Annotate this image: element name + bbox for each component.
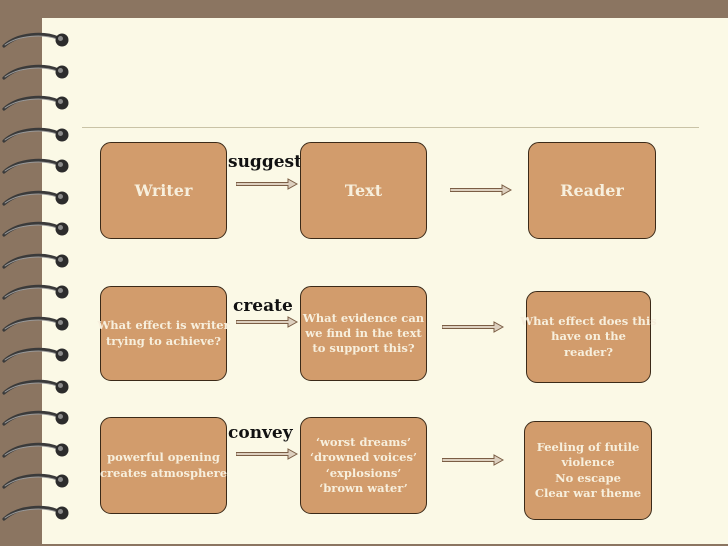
writer-example-line: powerful opening: [107, 450, 220, 465]
reader-effect-line: No escape: [555, 470, 621, 485]
binding-coil: [2, 190, 69, 206]
evidence-question-line: to support this?: [312, 341, 415, 356]
binding-coil: [2, 347, 69, 363]
writer-question-line: What effect is writer: [97, 318, 230, 333]
quote-line: ‘worst dreams’: [316, 434, 411, 449]
evidence-question-line: we find in the text: [305, 325, 422, 340]
reader-label: Reader: [560, 181, 624, 200]
create-label: create: [233, 296, 293, 316]
arrow-writer-question-to-evidence: [236, 316, 298, 328]
arrow-quotes-to-reader-effect: [442, 454, 504, 466]
page-rule-line: [82, 127, 699, 128]
writer-box: Writer: [100, 142, 227, 239]
reader-box: Reader: [528, 142, 656, 239]
binding-coil: [2, 284, 69, 300]
quote-line: ‘brown water’: [319, 480, 408, 495]
binding-coil: [2, 95, 69, 111]
binding-coil: [2, 64, 69, 80]
reader-effect-line: Feeling of futile: [536, 439, 640, 454]
text-label: Text: [344, 181, 383, 200]
writer-example-line: creates atmosphere: [99, 465, 228, 480]
binding-coil: [2, 505, 69, 521]
text-box: Text: [300, 142, 427, 239]
binding-coil: [2, 253, 69, 269]
suggest-label: suggest: [228, 152, 302, 172]
arrow-evidence-to-reader-question: [442, 321, 504, 333]
arrow-writer-to-text: [236, 178, 298, 190]
reader-question-line: What effect does this: [520, 314, 657, 329]
quote-line: ‘explosions’: [325, 465, 402, 480]
reader-question-box: What effect does this have on the reader…: [520, 291, 657, 383]
evidence-question-line: What evidence can: [302, 310, 425, 325]
binding-coil: [2, 127, 69, 143]
binding-coil: [2, 410, 69, 426]
writer-question-box: What effect is writer trying to achieve?: [97, 286, 230, 381]
binding-coil: [2, 473, 69, 489]
binding-coil: [2, 442, 69, 458]
binding-coil: [2, 158, 69, 174]
quotes-box: ‘worst dreams’ ‘drowned voices’ ‘explosi…: [300, 417, 427, 514]
reader-question-line: have on the: [551, 329, 626, 344]
reader-effect-line: violence: [561, 455, 615, 470]
convey-label: convey: [228, 423, 293, 443]
reader-effect-box: Feeling of futile violence No escape Cle…: [524, 421, 652, 520]
writer-example-box: powerful opening creates atmosphere: [100, 417, 227, 514]
binding-coil: [2, 316, 69, 332]
writer-question-line: trying to achieve?: [105, 333, 222, 348]
writer-label: Writer: [134, 181, 193, 200]
evidence-question-box: What evidence can we find in the text to…: [300, 286, 427, 381]
arrow-text-to-reader: [450, 184, 512, 196]
reader-effect-line: Clear war theme: [534, 485, 642, 500]
quote-line: ‘drowned voices’: [310, 450, 417, 465]
binding-coil: [2, 379, 69, 395]
binding-coil: [2, 221, 69, 237]
reader-question-line: reader?: [564, 344, 613, 359]
arrow-writer-example-to-quotes: [236, 448, 298, 460]
binding-coil: [2, 32, 69, 48]
